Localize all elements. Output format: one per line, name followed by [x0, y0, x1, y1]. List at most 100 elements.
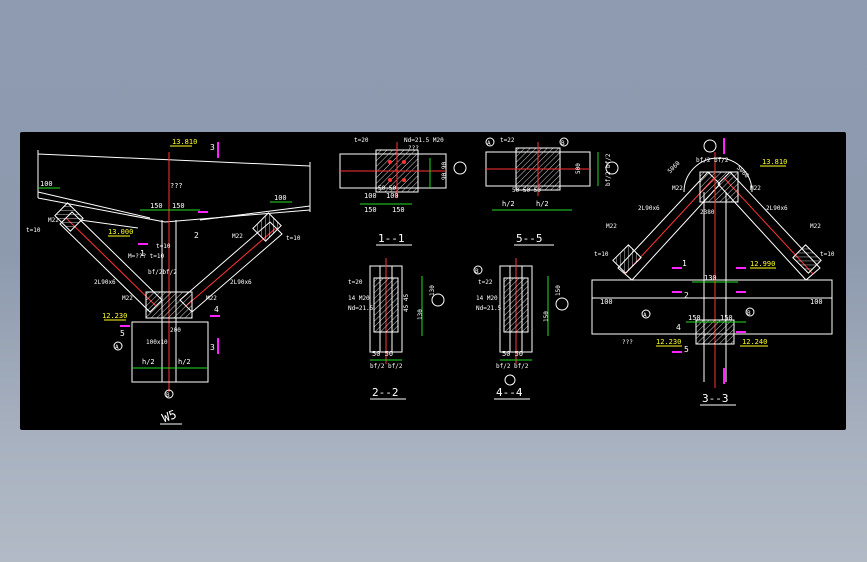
s11-dim-150-b: 150: [392, 206, 405, 214]
s33-dim-5060-l: 5060: [666, 160, 681, 175]
lower-column: [131, 321, 209, 383]
s33-bolt-l: M22: [606, 223, 617, 230]
s33-apex-elev: 13.810: [762, 158, 787, 166]
roof-ext-right: [199, 205, 311, 221]
s33-bolt-r: M22: [810, 223, 821, 230]
s11-note: Nd=21.5 M20: [404, 137, 444, 144]
s33-plate-l: 2L90x6: [638, 205, 660, 212]
left-web-note: bf/2bf/2: [148, 269, 177, 276]
s33-note-q: ???: [622, 339, 633, 346]
left-top-elev: 13.810: [172, 138, 197, 146]
left-sec-3-top: 3: [210, 143, 215, 152]
s22-dim-45: 45 45: [403, 294, 410, 312]
drawing-panel[interactable]: 13.810 13.000 12.230 ??? 100 100 150 150…: [20, 132, 846, 430]
left-bolt-r: M22: [206, 295, 217, 302]
s44-t: t=22: [478, 279, 493, 286]
s33-mark-b: B: [747, 310, 751, 317]
s11-dim-90-90: 90 90: [441, 162, 448, 180]
s33-end-right: [792, 244, 822, 274]
left-bolt-l: M22: [122, 295, 133, 302]
s11-bolt-2: [402, 160, 406, 164]
s33-bolt-tr: M22: [750, 185, 761, 192]
s33-dim-100-l: 100: [600, 298, 613, 306]
s55-side-note: bf/2 bf/2: [605, 153, 612, 186]
left-t10-r: t=10: [286, 235, 301, 242]
s11-bolt-4: [402, 178, 406, 182]
left-mark-a: A: [115, 344, 119, 351]
roof-top-line: [37, 153, 311, 167]
s11-dim-100-a: 100: [364, 192, 377, 200]
cad-drawing: 13.810 13.000 12.230 ??? 100 100 150 150…: [26, 137, 835, 425]
roof-ext-left: [37, 191, 151, 219]
s33-sec-1: 1: [682, 259, 687, 268]
s22-dims-bot: 50 50: [372, 350, 393, 358]
s44-plate: [503, 277, 529, 333]
s11-dim-100-b: 100: [386, 192, 399, 200]
s55-mark-b-circle: [559, 137, 569, 147]
s11-bolt-3: [388, 178, 392, 182]
left-dim-100-l: 100: [40, 180, 53, 188]
s44-mark-circle: [473, 265, 483, 275]
left-plate-l: 2L90x6: [94, 279, 116, 286]
s33-apex-note: bf/2 bf/2: [696, 157, 729, 164]
s22-dim-bf: bf/2 bf/2: [370, 363, 403, 370]
s33-t10-r: t=10: [820, 251, 835, 258]
end-plate-left: [54, 202, 84, 232]
s44-mark: B: [475, 268, 479, 275]
left-bolt-ro: M22: [232, 233, 243, 240]
s44-dim-bf: bf/2 bf/2: [496, 363, 529, 370]
s33-side-elev: 12.990: [750, 260, 775, 268]
s55-caption: 5--5: [516, 232, 543, 245]
s11-dim-150-a: 150: [364, 206, 377, 214]
s44-note-b: Nd=21.5: [476, 305, 502, 312]
brace-right-axis: [185, 227, 277, 307]
section-2-2: t=20 14 M20 Nd=21.5 130 130 45 45 50 50 …: [348, 258, 445, 400]
s44-note-a: 14 M20: [476, 295, 498, 302]
s22-t: t=20: [348, 279, 363, 286]
s33-sec-5: 5: [684, 345, 689, 354]
s55-mark-b: B: [561, 140, 565, 147]
s22-note-a: 14 M20: [348, 295, 370, 302]
s33-left-elev: 12.230: [656, 338, 681, 346]
left-dim-200: 200: [170, 327, 181, 334]
s33-mark-b-circle: [745, 307, 755, 317]
s44-dims-bot: 50 50: [502, 350, 523, 358]
s55-mark-a-circle: [485, 137, 495, 147]
s33-dim-150-b: 150: [720, 314, 733, 322]
detail-w5: 13.810 13.000 12.230 ??? 100 100 150 150…: [26, 138, 311, 425]
s33-bolt-tl: M22: [672, 185, 683, 192]
left-mid-elev: 13.000: [108, 228, 133, 236]
s33-t10-l: t=10: [594, 251, 609, 258]
s33-apex-circle: [703, 139, 717, 153]
left-dim-150-a: 150: [150, 202, 163, 210]
left-mark-b: B: [166, 392, 170, 399]
s44-bottom-circle: [504, 374, 516, 386]
s22-caption: 2--2: [372, 386, 399, 399]
s22-note-b: Nd=21.5: [348, 305, 374, 312]
left-sec-1: 1: [140, 249, 145, 258]
left-dim-150-b: 150: [172, 202, 185, 210]
left-caption: W5: [160, 407, 178, 425]
stub-line-l: [79, 219, 139, 229]
s33-right-elev: 12.240: [742, 338, 767, 346]
left-low-elev: 12.230: [102, 312, 127, 320]
s33-apex-arc: [683, 157, 753, 193]
s55-dim-500: 500: [575, 163, 582, 174]
s33-dim-150-a: 150: [688, 314, 701, 322]
section-4-4: B t=22 14 M20 Nd=21.5 150 150 50 50 bf/2…: [473, 258, 569, 400]
s11-mark: ???: [408, 145, 419, 152]
s11-caption: 1--1: [378, 232, 405, 245]
left-dim-h2b: h/2: [178, 358, 191, 366]
s22-section-circle: [431, 293, 445, 307]
s22-dim-130-b: 130: [417, 309, 424, 320]
s11-dims-top: 50 50: [378, 185, 396, 192]
s22-dim-130-a: 130: [429, 285, 436, 296]
left-sec-2: 2: [194, 231, 199, 240]
s33-plate-r: 2L90x6: [766, 205, 788, 212]
s55-t: t=22: [500, 137, 515, 144]
s55-dim-h2-b: h/2: [536, 200, 549, 208]
s55-mark-a: A: [487, 140, 491, 147]
left-t10-l: t=10: [26, 227, 41, 234]
s44-dim-150-a: 150: [555, 285, 562, 296]
left-dim-100x10: 100x10: [146, 339, 168, 346]
